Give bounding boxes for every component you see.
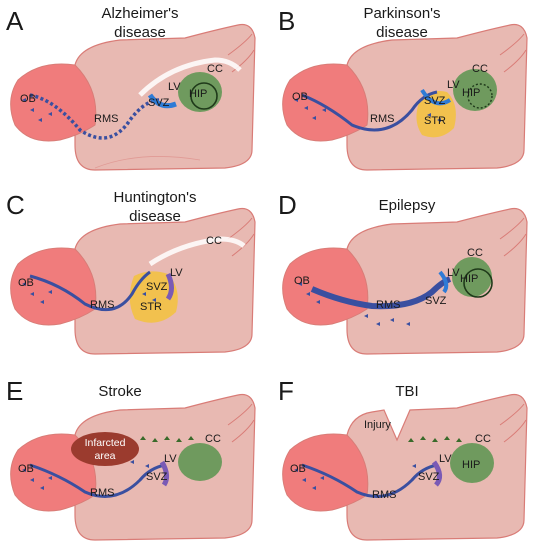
hippocampus-ring: [190, 82, 218, 110]
panel-f: F TBI Injury OB RMS SVZ LV CC HIP: [278, 376, 528, 541]
panel-letter: F: [278, 376, 294, 406]
label-svz: SVZ: [418, 471, 440, 483]
neuroblast-markers: [294, 464, 416, 490]
label-ob: OB: [18, 463, 34, 475]
panel-letter: D: [278, 190, 297, 220]
panel-title-line2: disease: [129, 208, 181, 225]
corpus-callosum: [148, 236, 246, 267]
svz-lv: [147, 93, 177, 109]
label-cc: CC: [475, 433, 491, 445]
olfactory-bulb: [10, 247, 97, 326]
label-rms: RMS: [370, 113, 394, 125]
panel-b: B Parkinson's disease OB RMS SVZ LV CC H…: [278, 5, 528, 171]
label-ob: OB: [18, 277, 34, 289]
label-lv: LV: [168, 81, 181, 93]
label-ob: OB: [294, 275, 310, 287]
svz-lv: [420, 88, 452, 106]
rms-pathway: [29, 270, 151, 312]
olfactory-bulb: [282, 247, 369, 326]
label-hip: HIP: [460, 273, 478, 285]
olfactory-bulb: [10, 63, 97, 142]
panel-title-line1: TBI: [395, 383, 418, 400]
panel-letter: E: [6, 376, 23, 406]
label-rms: RMS: [376, 299, 400, 311]
label-infarct-line2: area: [94, 450, 115, 462]
migration-markers: [140, 436, 194, 442]
brain-outline: [346, 207, 528, 355]
infarcted-area: [71, 432, 139, 466]
label-hip: HIP: [189, 88, 207, 100]
label-svz: SVZ: [424, 95, 446, 107]
svz-lv: [159, 460, 170, 487]
label-cc: CC: [207, 63, 223, 75]
hippocampus: [178, 443, 222, 481]
label-ob: OB: [20, 93, 36, 105]
panel-title-line1: Epilepsy: [379, 197, 436, 214]
svz-lv: [431, 460, 442, 487]
hippocampus-ring: [463, 268, 493, 298]
label-hip: HIP: [462, 459, 480, 471]
label-lv: LV: [439, 453, 452, 465]
label-svz: SVZ: [425, 295, 447, 307]
label-lv: LV: [447, 79, 460, 91]
panel-c: C Huntington's disease OB RMS SVZ LV CC …: [6, 189, 256, 355]
panel-letter: B: [278, 6, 295, 36]
neuroblast-markers: [22, 98, 52, 122]
hippocampus: [450, 443, 494, 483]
panel-title-line1: Huntington's: [114, 189, 197, 206]
panel-letter: C: [6, 190, 25, 220]
panel-a: A Alzheimer's disease OB RMS SVZ LV CC H…: [6, 5, 256, 171]
label-injury: Injury: [364, 419, 391, 431]
panel-title-line1: Parkinson's: [363, 5, 440, 22]
label-rms: RMS: [90, 299, 114, 311]
panel-letter: A: [6, 6, 24, 36]
neuroblast-markers: [22, 282, 156, 304]
label-hip: HIP: [462, 87, 480, 99]
rms-pathway: [310, 276, 452, 310]
label-rms: RMS: [94, 113, 118, 125]
neuroblast-markers: [22, 460, 149, 490]
label-lv: LV: [170, 267, 183, 279]
panel-title-line1: Stroke: [98, 383, 141, 400]
svz-lv: [165, 272, 174, 301]
hippocampus: [178, 72, 222, 112]
panel-title-line2: disease: [114, 24, 166, 41]
panel-title-line2: disease: [376, 24, 428, 41]
hippocampus: [453, 69, 497, 111]
label-svz: SVZ: [146, 281, 168, 293]
svz-lv: [438, 270, 449, 294]
panel-e: E Stroke Infarcted area OB RMS SVZ LV CC: [6, 376, 256, 541]
panel-title-line1: Alzheimer's: [101, 5, 178, 22]
label-rms: RMS: [372, 489, 396, 501]
label-str: STR: [140, 301, 162, 313]
label-cc: CC: [205, 433, 221, 445]
label-svz: SVZ: [148, 97, 170, 109]
label-svz: SVZ: [146, 471, 168, 483]
hippocampus: [452, 257, 492, 297]
hippocampus-ring: [467, 83, 493, 109]
label-lv: LV: [164, 453, 177, 465]
panel-d: D Epilepsy OB RMS SVZ LV CC HIP: [278, 190, 528, 355]
label-infarct-line1: Infarcted: [85, 437, 126, 449]
corpus-callosum: [138, 57, 242, 97]
striatum: [129, 271, 178, 323]
label-cc: CC: [206, 235, 222, 247]
rms-pathway: [29, 93, 161, 140]
neuroblast-markers: [294, 98, 441, 122]
rms-pathway: [301, 463, 438, 498]
label-rms: RMS: [90, 487, 114, 499]
rms-pathway: [301, 90, 438, 132]
label-ob: OB: [292, 91, 308, 103]
rms-pathway: [29, 463, 166, 498]
label-ob: OB: [290, 463, 306, 475]
label-cc: CC: [467, 247, 483, 259]
label-cc: CC: [472, 63, 488, 75]
label-lv: LV: [447, 267, 460, 279]
neuroblast-markers: [298, 282, 410, 326]
label-str: STR: [424, 115, 446, 127]
migration-markers: [408, 436, 462, 442]
